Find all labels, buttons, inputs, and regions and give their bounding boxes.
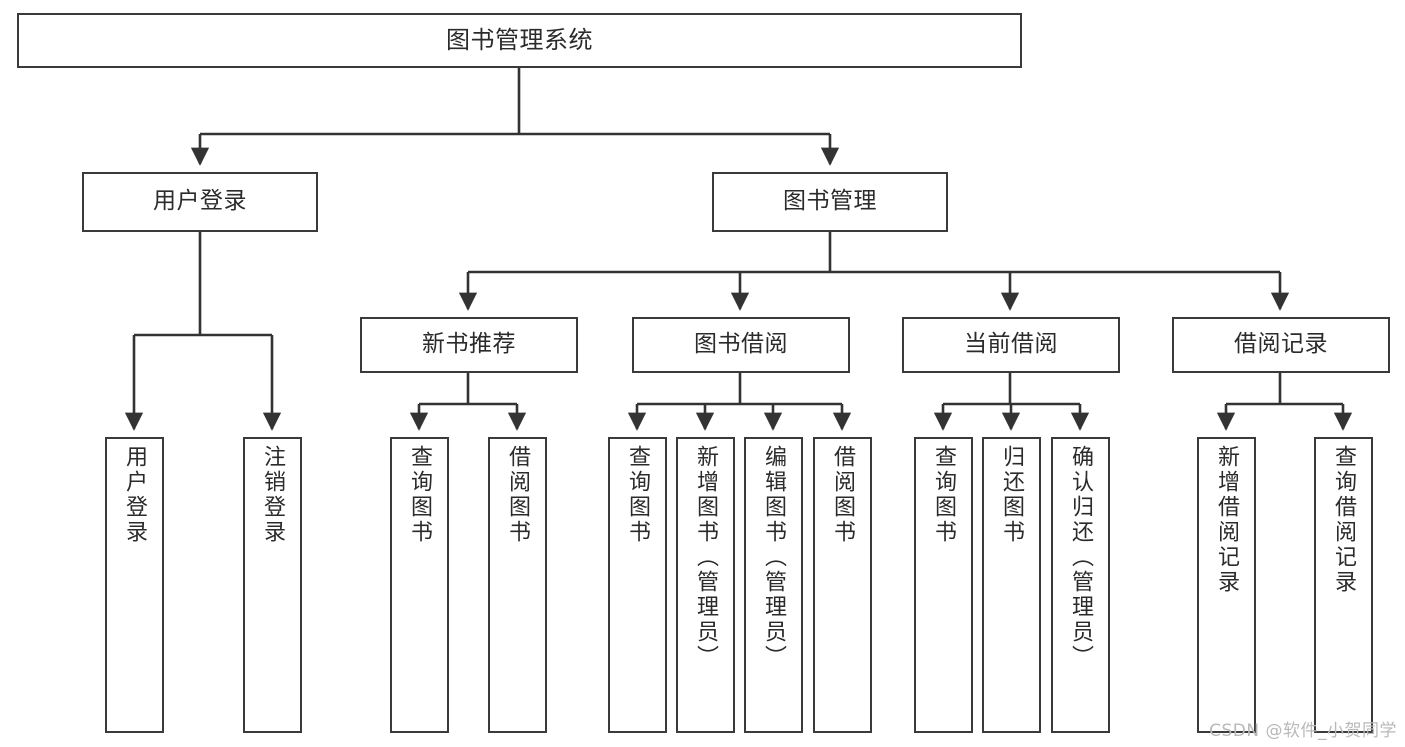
leaf-borrow-book-1-label: 借阅图书 — [505, 445, 531, 545]
node-root-label: 图书管理系统 — [446, 26, 593, 55]
node-book-manage[interactable]: 图书管理 — [712, 172, 948, 232]
leaf-edit-book-label: 编辑图书（管理员） — [761, 445, 787, 670]
node-current-borrow[interactable]: 当前借阅 — [902, 317, 1120, 373]
leaf-query-book-3[interactable]: 查询图书 — [914, 437, 973, 733]
leaf-query-record[interactable]: 查询借阅记录 — [1314, 437, 1373, 733]
leaf-edit-book[interactable]: 编辑图书（管理员） — [744, 437, 803, 733]
leaf-query-book-1-label: 查询图书 — [407, 445, 433, 545]
node-user-login[interactable]: 用户登录 — [82, 172, 318, 232]
leaf-return-book[interactable]: 归还图书 — [982, 437, 1041, 733]
leaf-add-record[interactable]: 新增借阅记录 — [1197, 437, 1256, 733]
leaf-borrow-book-2[interactable]: 借阅图书 — [813, 437, 872, 733]
leaf-user-logout[interactable]: 注销登录 — [243, 437, 302, 733]
node-book-borrow-label: 图书借阅 — [694, 331, 788, 358]
node-borrow-record-label: 借阅记录 — [1234, 331, 1328, 358]
node-user-login-label: 用户登录 — [153, 188, 247, 215]
leaf-confirm-return[interactable]: 确认归还（管理员） — [1051, 437, 1110, 733]
node-book-manage-label: 图书管理 — [783, 188, 877, 215]
node-root[interactable]: 图书管理系统 — [17, 13, 1022, 68]
node-book-borrow[interactable]: 图书借阅 — [632, 317, 850, 373]
leaf-query-book-3-label: 查询图书 — [931, 445, 957, 545]
node-new-book-recommend[interactable]: 新书推荐 — [360, 317, 578, 373]
leaf-query-book-2[interactable]: 查询图书 — [608, 437, 667, 733]
leaf-add-book[interactable]: 新增图书（管理员） — [676, 437, 735, 733]
node-current-borrow-label: 当前借阅 — [964, 331, 1058, 358]
leaf-query-book-2-label: 查询图书 — [625, 445, 651, 545]
leaf-add-book-label: 新增图书（管理员） — [693, 445, 719, 670]
leaf-user-logout-label: 注销登录 — [260, 445, 286, 545]
leaf-confirm-return-label: 确认归还（管理员） — [1068, 445, 1094, 670]
leaf-borrow-book-1[interactable]: 借阅图书 — [488, 437, 547, 733]
leaf-return-book-label: 归还图书 — [999, 445, 1025, 545]
watermark: CSDN @软件_小贺同学 — [1209, 721, 1397, 741]
node-borrow-record[interactable]: 借阅记录 — [1172, 317, 1390, 373]
leaf-query-book-1[interactable]: 查询图书 — [390, 437, 449, 733]
leaf-user-login-label: 用户登录 — [122, 445, 148, 545]
leaf-borrow-book-2-label: 借阅图书 — [830, 445, 856, 545]
leaf-query-record-label: 查询借阅记录 — [1331, 445, 1357, 595]
node-new-book-recommend-label: 新书推荐 — [422, 331, 516, 358]
leaf-add-record-label: 新增借阅记录 — [1214, 445, 1240, 595]
leaf-user-login[interactable]: 用户登录 — [105, 437, 164, 733]
